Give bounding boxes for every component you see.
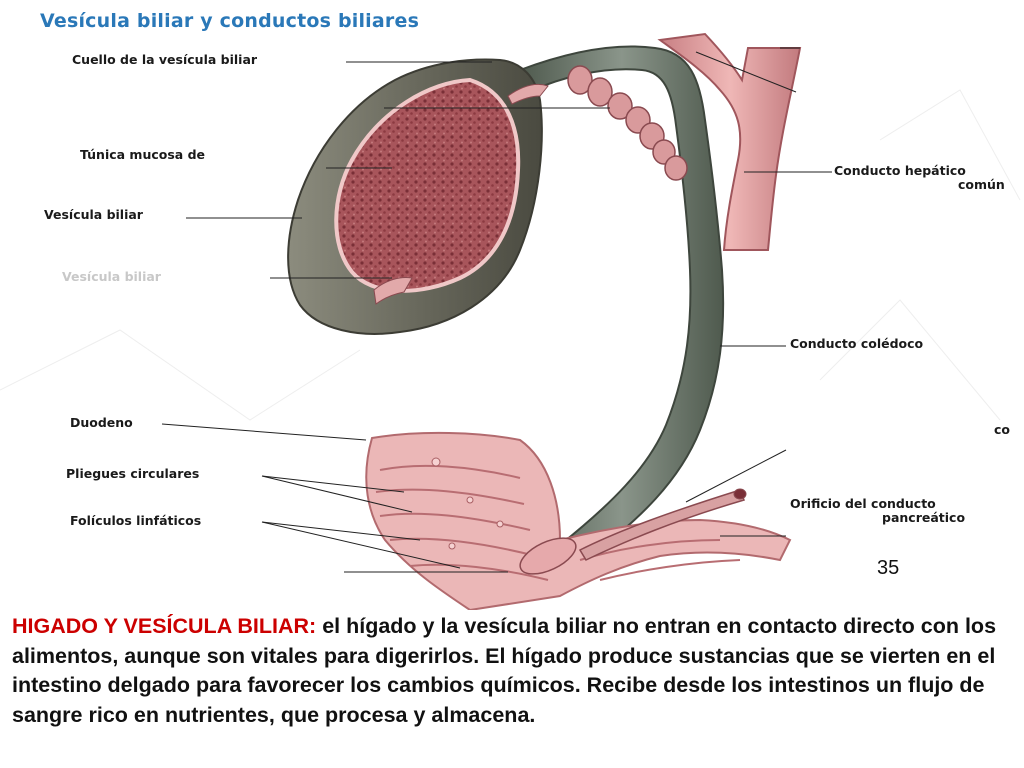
label-vesicula: Vesícula biliar xyxy=(44,207,143,222)
ampulla xyxy=(519,537,577,575)
gallbladder-neck-fold xyxy=(507,83,549,105)
pancreatic-duct-orifice xyxy=(733,488,747,500)
label-pliegues: Pliegues circulares xyxy=(66,466,200,481)
common-hepatic-duct xyxy=(657,32,802,251)
label-duodeno: Duodeno xyxy=(70,415,133,430)
caption: HIGADO Y VESÍCULA BILIAR: el hígado y la… xyxy=(12,612,1012,730)
anatomy-illustration xyxy=(0,32,1021,610)
label-coledoco: Conducto colédoco xyxy=(790,336,924,351)
gallbladder-lower-fold xyxy=(373,277,413,305)
label-orificio-line2: pancreático xyxy=(882,510,966,525)
figure-title: Vesícula biliar y conductos biliares xyxy=(40,10,420,32)
background-sketch xyxy=(0,89,1021,421)
label-vesicula-faded: Vesícula biliar xyxy=(62,269,161,284)
label-orificio-line1: Orificio del conducto xyxy=(790,496,936,511)
page-number: 35 xyxy=(877,557,900,579)
spiral-valve xyxy=(567,65,688,181)
caption-lead: HIGADO Y VESÍCULA BILIAR: xyxy=(12,614,317,638)
label-hepatico: Conducto hepático común xyxy=(834,164,1024,192)
lymph-follicles xyxy=(431,457,504,550)
leader-lines xyxy=(161,47,832,573)
label-tunica-mucosa: Túnica mucosa de xyxy=(80,147,206,162)
label-co: co xyxy=(994,422,1010,437)
pancreatic-duct xyxy=(578,489,746,561)
label-orificio: Orificio del conducto pancreático xyxy=(790,497,965,525)
duodenum xyxy=(365,431,792,610)
label-cuello: Cuello de la vesícula biliar xyxy=(72,52,258,67)
caption-body: el hígado y la vesícula biliar no entran… xyxy=(12,614,997,727)
label-foliculos: Folículos linfáticos xyxy=(70,513,202,528)
label-hepatico-line1: Conducto hepático xyxy=(834,163,966,178)
label-hepatico-line2: común xyxy=(958,177,1005,192)
